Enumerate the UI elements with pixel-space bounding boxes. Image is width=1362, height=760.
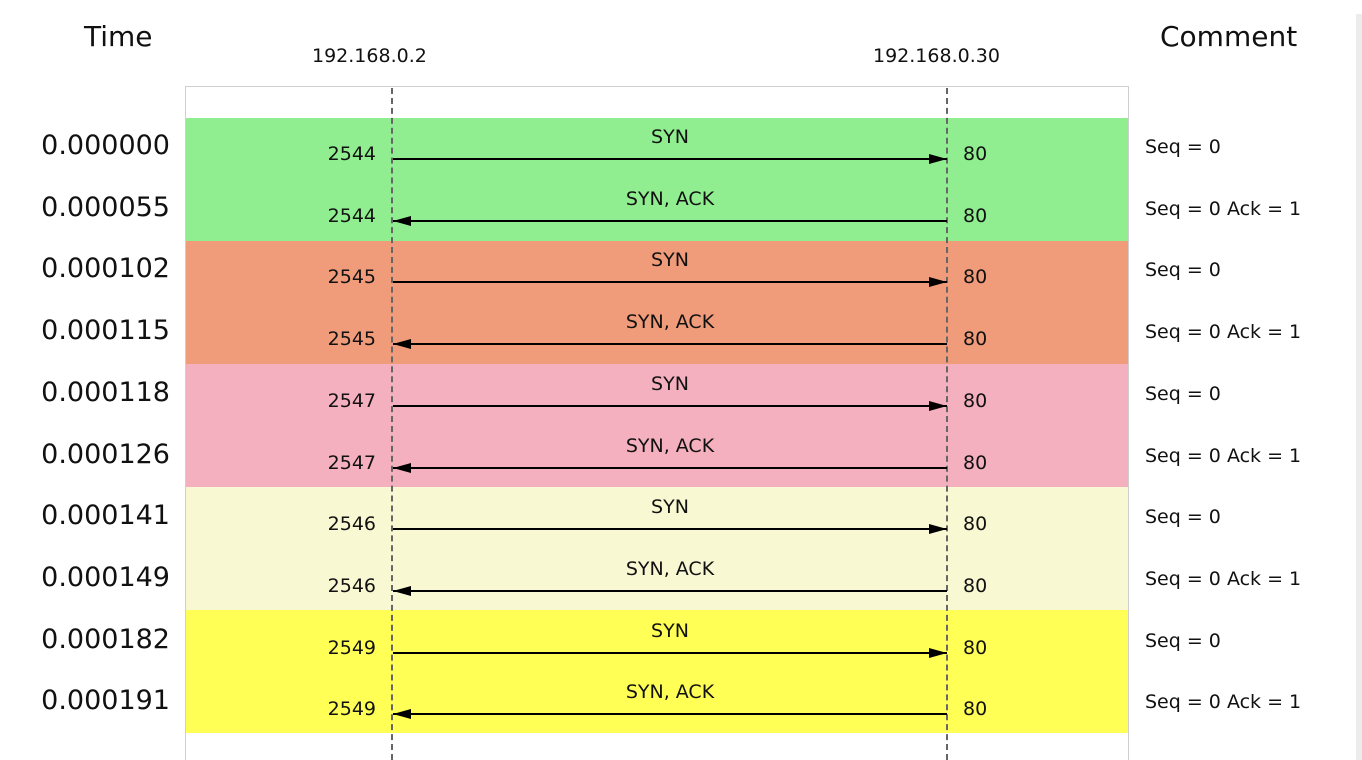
source-port: 2545 [327,328,376,351]
host-b-lifeline [946,88,948,760]
message-label: SYN, ACK [625,187,715,210]
row-time: 0.000102 [41,253,170,285]
row-time: 0.000055 [41,191,170,223]
row-time: 0.000000 [41,130,170,161]
flow-band [186,610,1128,733]
flow-band [186,487,1128,610]
row-comment: Seq = 0 Ack = 1 [1145,567,1302,590]
row-comment: Seq = 0 Ack = 1 [1145,444,1302,467]
arrow-right-icon[interactable] [393,397,947,411]
vertical-scrollbar[interactable] [1356,14,1362,760]
arrow-left-icon[interactable] [393,582,947,596]
destination-port: 80 [963,328,988,351]
row-comment: Seq = 0 [1145,136,1221,158]
source-port: 2544 [327,204,376,227]
destination-port: 80 [963,389,988,412]
source-port: 2546 [327,574,376,597]
message-label: SYN [651,249,689,272]
message-label: SYN [651,126,689,148]
row-comment: Seq = 0 [1145,506,1221,529]
row-comment: Seq = 0 [1145,629,1221,652]
arrow-right-icon[interactable] [393,273,947,288]
row-comment: Seq = 0 [1145,382,1221,405]
message-label: SYN [651,372,689,395]
row-time: 0.000182 [41,623,170,655]
destination-port: 80 [963,636,988,659]
row-time: 0.000126 [41,438,170,470]
source-port: 2549 [327,698,376,721]
source-port: 2549 [327,636,376,659]
arrow-right-icon[interactable] [393,644,947,658]
destination-port: 80 [963,266,988,289]
destination-port: 80 [963,204,988,227]
host-b-label: 192.168.0.30 [873,45,1000,67]
message-label: SYN, ACK [625,557,715,580]
destination-port: 80 [963,698,988,721]
source-port: 2547 [327,389,376,412]
row-time: 0.000149 [41,561,170,593]
row-comment: Seq = 0 Ack = 1 [1145,321,1302,344]
destination-port: 80 [963,451,988,474]
source-port: 2547 [327,451,376,474]
comment-column-header: Comment [1160,20,1298,53]
row-time: 0.000141 [41,500,170,532]
row-time: 0.000118 [41,376,170,408]
message-label: SYN [651,496,689,519]
host-a-lifeline [391,88,393,760]
flow-graph-frame [185,86,1129,760]
source-port: 2545 [327,266,376,289]
message-label: SYN, ACK [625,311,715,334]
row-comment: Seq = 0 [1145,259,1221,282]
message-label: SYN, ACK [625,681,715,704]
arrow-right-icon[interactable] [393,150,947,164]
arrow-left-icon[interactable] [393,335,947,350]
host-a-label: 192.168.0.2 [312,45,427,67]
row-time: 0.000191 [41,685,170,717]
arrow-left-icon[interactable] [393,705,947,720]
source-port: 2544 [327,143,376,165]
time-column-header: Time [84,20,153,53]
row-comment: Seq = 0 Ack = 1 [1145,197,1302,220]
source-port: 2546 [327,513,376,536]
arrow-right-icon[interactable] [393,520,947,535]
destination-port: 80 [963,574,988,597]
destination-port: 80 [963,513,988,536]
message-label: SYN [651,619,689,642]
message-label: SYN, ACK [625,434,715,457]
arrow-left-icon[interactable] [393,212,947,226]
arrow-left-icon[interactable] [393,459,947,473]
destination-port: 80 [963,143,988,165]
row-comment: Seq = 0 Ack = 1 [1145,691,1302,714]
row-time: 0.000115 [41,315,170,347]
